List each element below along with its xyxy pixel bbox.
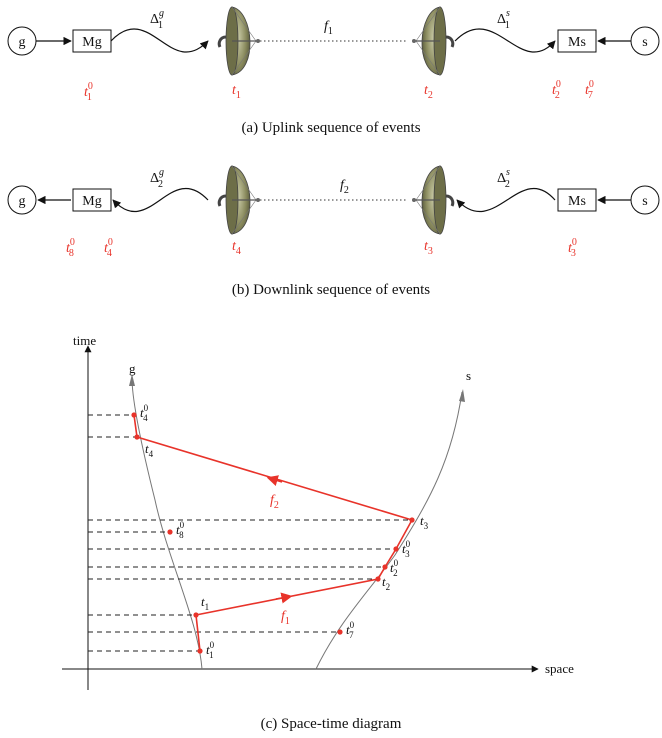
ground-node-circle-dl: [7, 185, 37, 215]
f1-path-label: f1: [281, 609, 290, 627]
ground-worldline-arrowhead: [129, 374, 135, 386]
f2-path-label: f2: [270, 493, 279, 511]
sat-modem-box-dl: [557, 188, 597, 212]
f1-link-label: f1: [324, 19, 333, 37]
label-st-t3: t3: [420, 513, 429, 531]
delta-s2-wave: [456, 187, 556, 213]
label-st-t2: t2: [382, 574, 390, 592]
point-t1-0: [197, 648, 203, 654]
sat-worldline-arrowhead: [459, 389, 465, 402]
ground-antenna-downlink-icon: [217, 164, 262, 236]
sat-node-circle: [630, 26, 660, 56]
delta-g2-wave: [112, 187, 209, 213]
sat-modem-label-dl: Ms: [568, 194, 586, 209]
point-t1: [193, 612, 199, 618]
ground-antenna-uplink-icon: [217, 5, 262, 77]
point-t2-0: [382, 564, 388, 570]
panel-spacetime: time space g s f1 f2: [62, 333, 574, 732]
label-st-t1: t1: [201, 594, 209, 612]
point-t4: [134, 434, 140, 440]
label-t4: t4: [232, 239, 241, 257]
point-t7-0: [337, 629, 343, 635]
ground-modem-box-dl: [72, 188, 112, 212]
f2-direction-arrow: [266, 475, 283, 486]
uplink-path: [195, 519, 413, 652]
point-t4-0: [131, 412, 137, 418]
sat-modem-box: [557, 29, 597, 53]
point-t3: [409, 517, 415, 523]
ground-modem-label-dl: Mg: [82, 194, 101, 209]
label-st-t4: t4: [145, 441, 154, 459]
ground-node-label-dl: g: [19, 194, 26, 209]
time-axis-label: time: [73, 333, 96, 348]
delta-s1-wave: [454, 28, 556, 53]
point-t8-0: [167, 529, 173, 535]
ground-node-label: g: [19, 35, 26, 50]
ground-worldline-label: g: [129, 361, 136, 376]
space-axis-label: space: [545, 661, 574, 676]
label-t1: t1: [232, 83, 241, 101]
event-points: [131, 412, 415, 654]
sat-antenna-downlink-icon: [412, 166, 453, 234]
label-t3: t3: [424, 239, 433, 257]
sat-node-circle-dl: [630, 185, 660, 215]
ground-worldline: [131, 377, 203, 670]
sat-worldline: [315, 391, 463, 670]
caption-spacetime: (c) Space-time diagram: [261, 716, 402, 732]
caption-downlink: (b) Downlink sequence of events: [232, 282, 430, 298]
label-t2: t2: [424, 83, 433, 101]
delta-g1-wave: [110, 28, 209, 53]
caption-uplink: (a) Uplink sequence of events: [241, 120, 420, 136]
ground-modem-label: Mg: [82, 35, 101, 50]
sat-antenna-uplink-icon: [412, 7, 453, 75]
sat-worldline-label: s: [466, 368, 471, 383]
time-guides: [88, 414, 412, 652]
sat-modem-label: Ms: [568, 35, 586, 50]
f1-direction-arrow: [275, 592, 293, 604]
sat-node-label-dl: s: [642, 194, 647, 209]
point-t2: [375, 576, 381, 582]
f2-link-label: f2: [340, 178, 349, 196]
sat-node-label: s: [642, 35, 647, 50]
point-t3-0: [393, 546, 399, 552]
